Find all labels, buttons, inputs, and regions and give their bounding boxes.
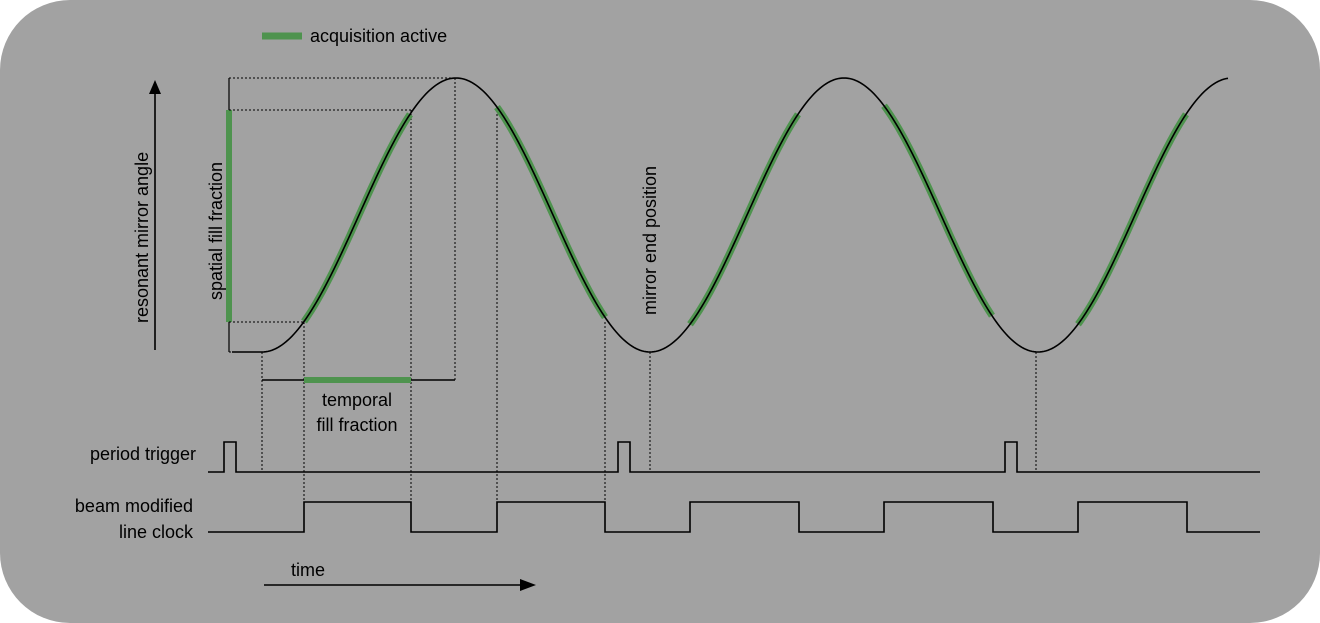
temporal-label-line2: fill fraction bbox=[316, 415, 397, 435]
y-axis-label: resonant mirror angle bbox=[132, 152, 152, 323]
acquisition-segment-5 bbox=[1075, 112, 1189, 327]
x-axis-label: time bbox=[291, 560, 325, 580]
mirror-angle-waveform bbox=[232, 77, 1229, 353]
period-trigger-signal bbox=[208, 441, 1260, 473]
period-trigger-label: period trigger bbox=[90, 444, 196, 464]
spatial-fill-fraction-label: spatial fill fraction bbox=[206, 162, 226, 300]
dotted-guides bbox=[229, 77, 1037, 532]
legend-label-acquisition: acquisition active bbox=[310, 26, 447, 46]
acquisition-segments bbox=[301, 103, 1189, 327]
line-clock-label-line2: line clock bbox=[119, 522, 194, 542]
x-axis-arrow-head bbox=[520, 579, 536, 591]
line-clock-signal bbox=[208, 501, 1260, 533]
acquisition-segment-3 bbox=[687, 112, 801, 327]
y-axis-arrow-head bbox=[149, 80, 161, 94]
acquisition-segment-4 bbox=[881, 103, 995, 318]
line-clock-label-line1: beam modified bbox=[75, 496, 193, 516]
temporal-label-line1: temporal bbox=[322, 390, 392, 410]
mirror-end-position-label: mirror end position bbox=[640, 166, 660, 315]
